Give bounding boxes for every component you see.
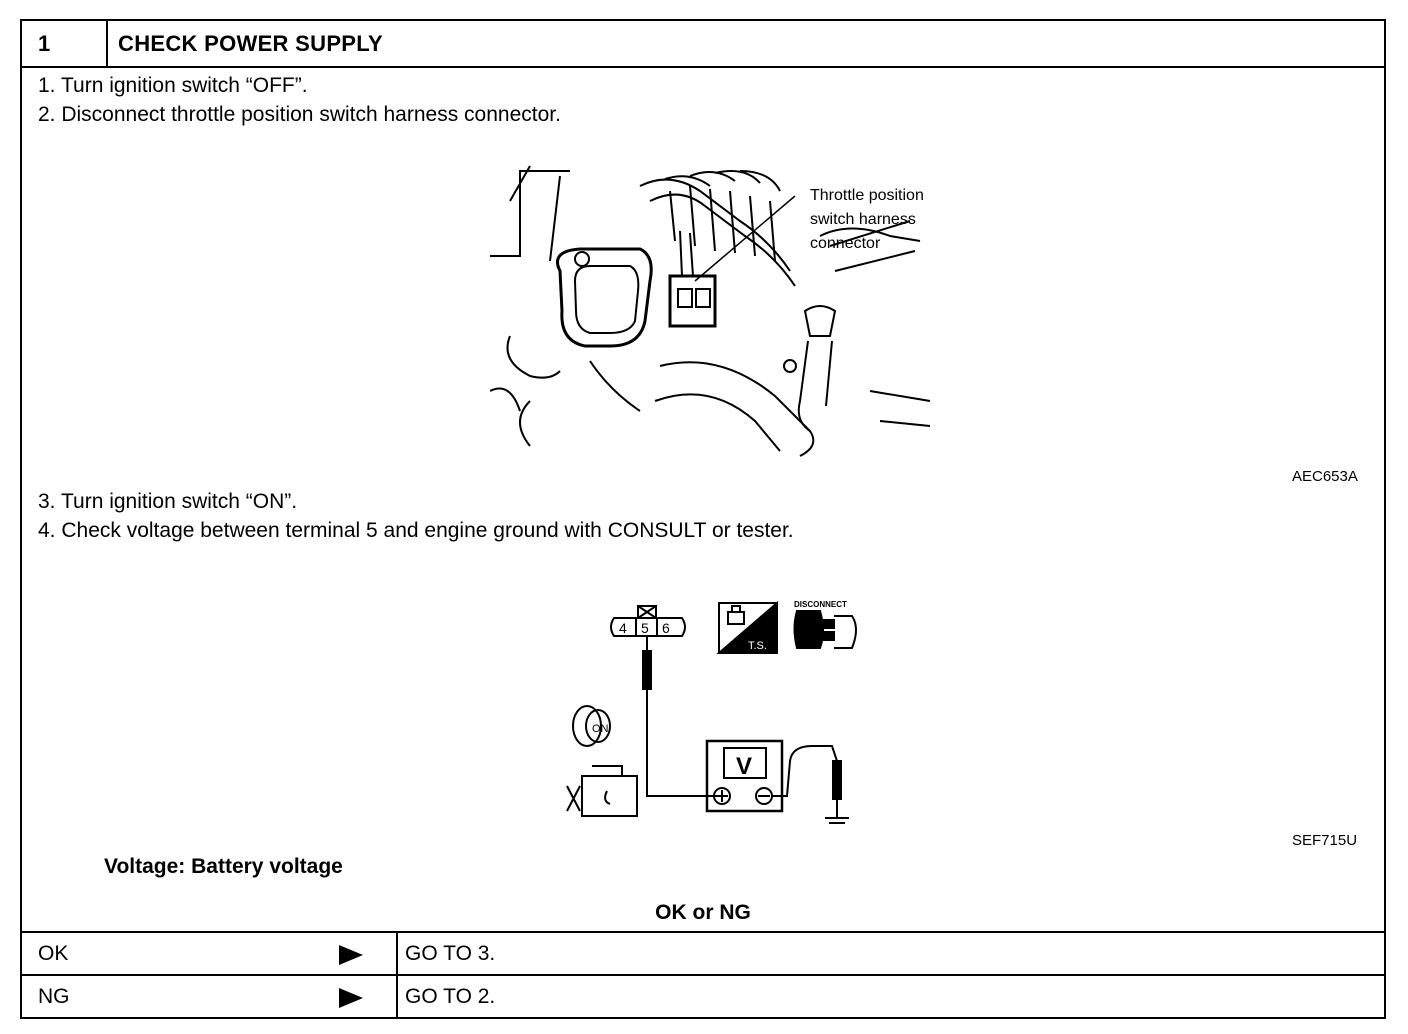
disconnect-label: DISCONNECT: [794, 600, 847, 609]
step-title: CHECK POWER SUPPLY: [118, 31, 383, 56]
result-action: GO TO 2.: [405, 985, 496, 1008]
result-label: NG: [38, 985, 70, 1008]
instruction-4: 4. Check voltage between terminal 5 and …: [38, 519, 794, 542]
instruction-2: 2. Disconnect throttle position switch h…: [38, 103, 561, 126]
figure-code-1: AEC653A: [1292, 468, 1358, 485]
ts-label: T.S.: [748, 640, 767, 652]
result-action: GO TO 3.: [405, 942, 496, 965]
voltage-check-diagram: 4 5 6 T.S. DISCONNECT ON V: [566, 600, 857, 824]
result-row-ng: NG GO TO 2.: [22, 974, 1384, 1019]
procedure-box: 1 CHECK POWER SUPPLY 1. Turn ignition sw…: [20, 19, 1386, 1019]
step-header: 1 CHECK POWER SUPPLY: [22, 21, 1384, 68]
callout-line-1: Throttle position: [810, 187, 924, 204]
instruction-1: 1. Turn ignition switch “OFF”.: [38, 74, 308, 97]
terminal-6: 6: [662, 620, 670, 636]
arrow-right-icon: [339, 988, 363, 1008]
voltage-spec: Voltage: Battery voltage: [104, 855, 343, 878]
terminal-4: 4: [619, 620, 627, 636]
terminal-5: 5: [641, 620, 649, 636]
row-divider: [396, 933, 398, 976]
step-number: 1: [22, 21, 108, 66]
voltmeter-label: V: [736, 753, 752, 780]
instruction-3: 3. Turn ignition switch “ON”.: [38, 490, 298, 513]
key-on-label: ON: [592, 723, 609, 735]
result-row-ok: OK GO TO 3.: [22, 931, 1384, 976]
result-label: OK: [38, 942, 69, 965]
row-divider: [396, 976, 398, 1019]
engine-bay-illustration: Throttle position switch harness connect…: [490, 161, 931, 457]
judgement-heading: OK or NG: [655, 901, 751, 924]
figure-code-2: SEF715U: [1292, 832, 1358, 849]
arrow-right-icon: [339, 945, 363, 965]
callout-line-3: connector: [810, 235, 881, 252]
callout-line-2: switch harness: [810, 211, 916, 228]
